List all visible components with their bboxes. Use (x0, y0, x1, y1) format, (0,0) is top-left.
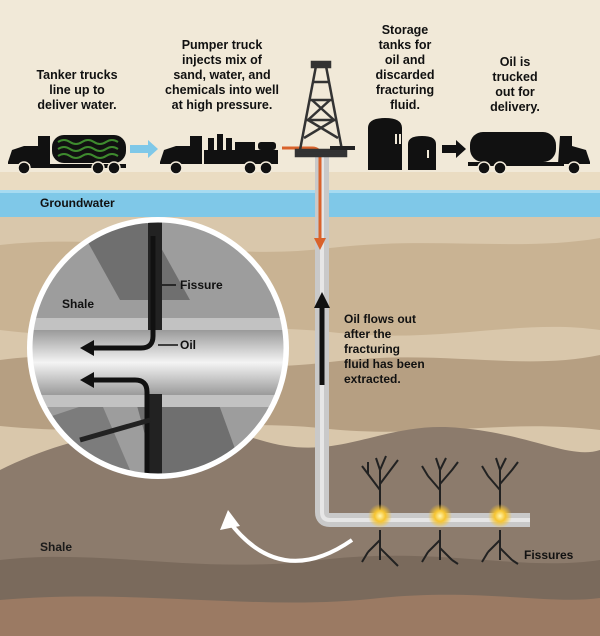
inset-magnifier (27, 217, 289, 479)
fracture-site-2 (421, 457, 459, 565)
fissure-label: Fissure (180, 278, 223, 292)
zoom-arrow (226, 518, 354, 563)
drilling-rig (294, 60, 348, 158)
groundwater-layer (0, 190, 600, 217)
inset-shale-label: Shale (62, 297, 95, 311)
step-delivery-text: Oil is trucked out for delivery. (490, 55, 540, 114)
fracture-flash-1 (368, 504, 392, 528)
step-pumper-text: Pumper truck injects mix of sand, water,… (165, 38, 279, 112)
fluid-arrow-head (314, 238, 326, 250)
fissures-label: Fissures (524, 548, 574, 562)
delivery-flow-arrow (442, 140, 466, 158)
fracture-flash-2 (428, 504, 452, 528)
fracture-flash-3 (488, 504, 512, 528)
step-tanker-text: Tanker trucks line up to deliver water. (36, 68, 118, 112)
oil-tanker-truck (468, 132, 590, 175)
oil-label: Oil (180, 338, 197, 352)
surface-ground (0, 172, 600, 192)
tanker-truck-water (8, 135, 126, 175)
groundwater-label: Groundwater (40, 196, 115, 210)
step-storage-text: Storage tanks for oil and discarded frac… (375, 23, 435, 112)
fracture-site-1 (361, 455, 399, 567)
oil-flows-text: Oil flows out after the fracturing fluid… (344, 312, 425, 386)
fracture-site-3 (481, 457, 519, 565)
shale-bottom-label: Shale (40, 540, 73, 554)
pumper-truck (160, 134, 278, 175)
water-flow-arrow (130, 140, 158, 158)
storage-tanks (368, 118, 436, 170)
